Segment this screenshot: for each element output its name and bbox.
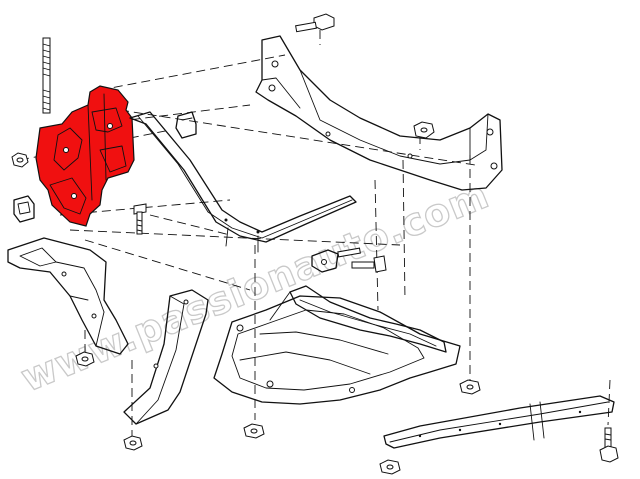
tubular-cradle-frame[interactable] xyxy=(129,111,357,253)
nut-left-lower[interactable] xyxy=(75,351,95,367)
nut-bottom-left[interactable] xyxy=(123,435,143,451)
skid-plate-tray[interactable] xyxy=(213,295,461,405)
nut-tray-center[interactable] xyxy=(243,423,265,439)
bolt-bottom-right[interactable] xyxy=(599,427,619,463)
side-rail-bottom[interactable] xyxy=(383,395,615,449)
nut-tray-right[interactable] xyxy=(459,379,481,395)
threaded-stud[interactable] xyxy=(42,37,51,114)
nut-right-top[interactable] xyxy=(413,121,435,139)
bolt-right-mount[interactable] xyxy=(351,255,387,273)
highlighted-mount-bracket[interactable] xyxy=(35,85,135,227)
vertical-strut[interactable] xyxy=(123,289,209,425)
mount-bracket-right[interactable] xyxy=(311,249,339,273)
skid-plate-flange[interactable] xyxy=(269,285,447,353)
bolt-top[interactable] xyxy=(295,13,335,33)
stud-right-mount[interactable] xyxy=(337,247,361,258)
clip-bracket-left[interactable] xyxy=(13,195,35,223)
nut-left-upper[interactable] xyxy=(11,152,29,168)
main-crossmember[interactable] xyxy=(255,35,503,191)
bolt-center-left[interactable] xyxy=(133,203,147,235)
nut-bottom-center[interactable] xyxy=(379,459,401,475)
frame-tab-bracket[interactable] xyxy=(175,111,197,139)
left-side-bracket[interactable] xyxy=(7,237,129,355)
